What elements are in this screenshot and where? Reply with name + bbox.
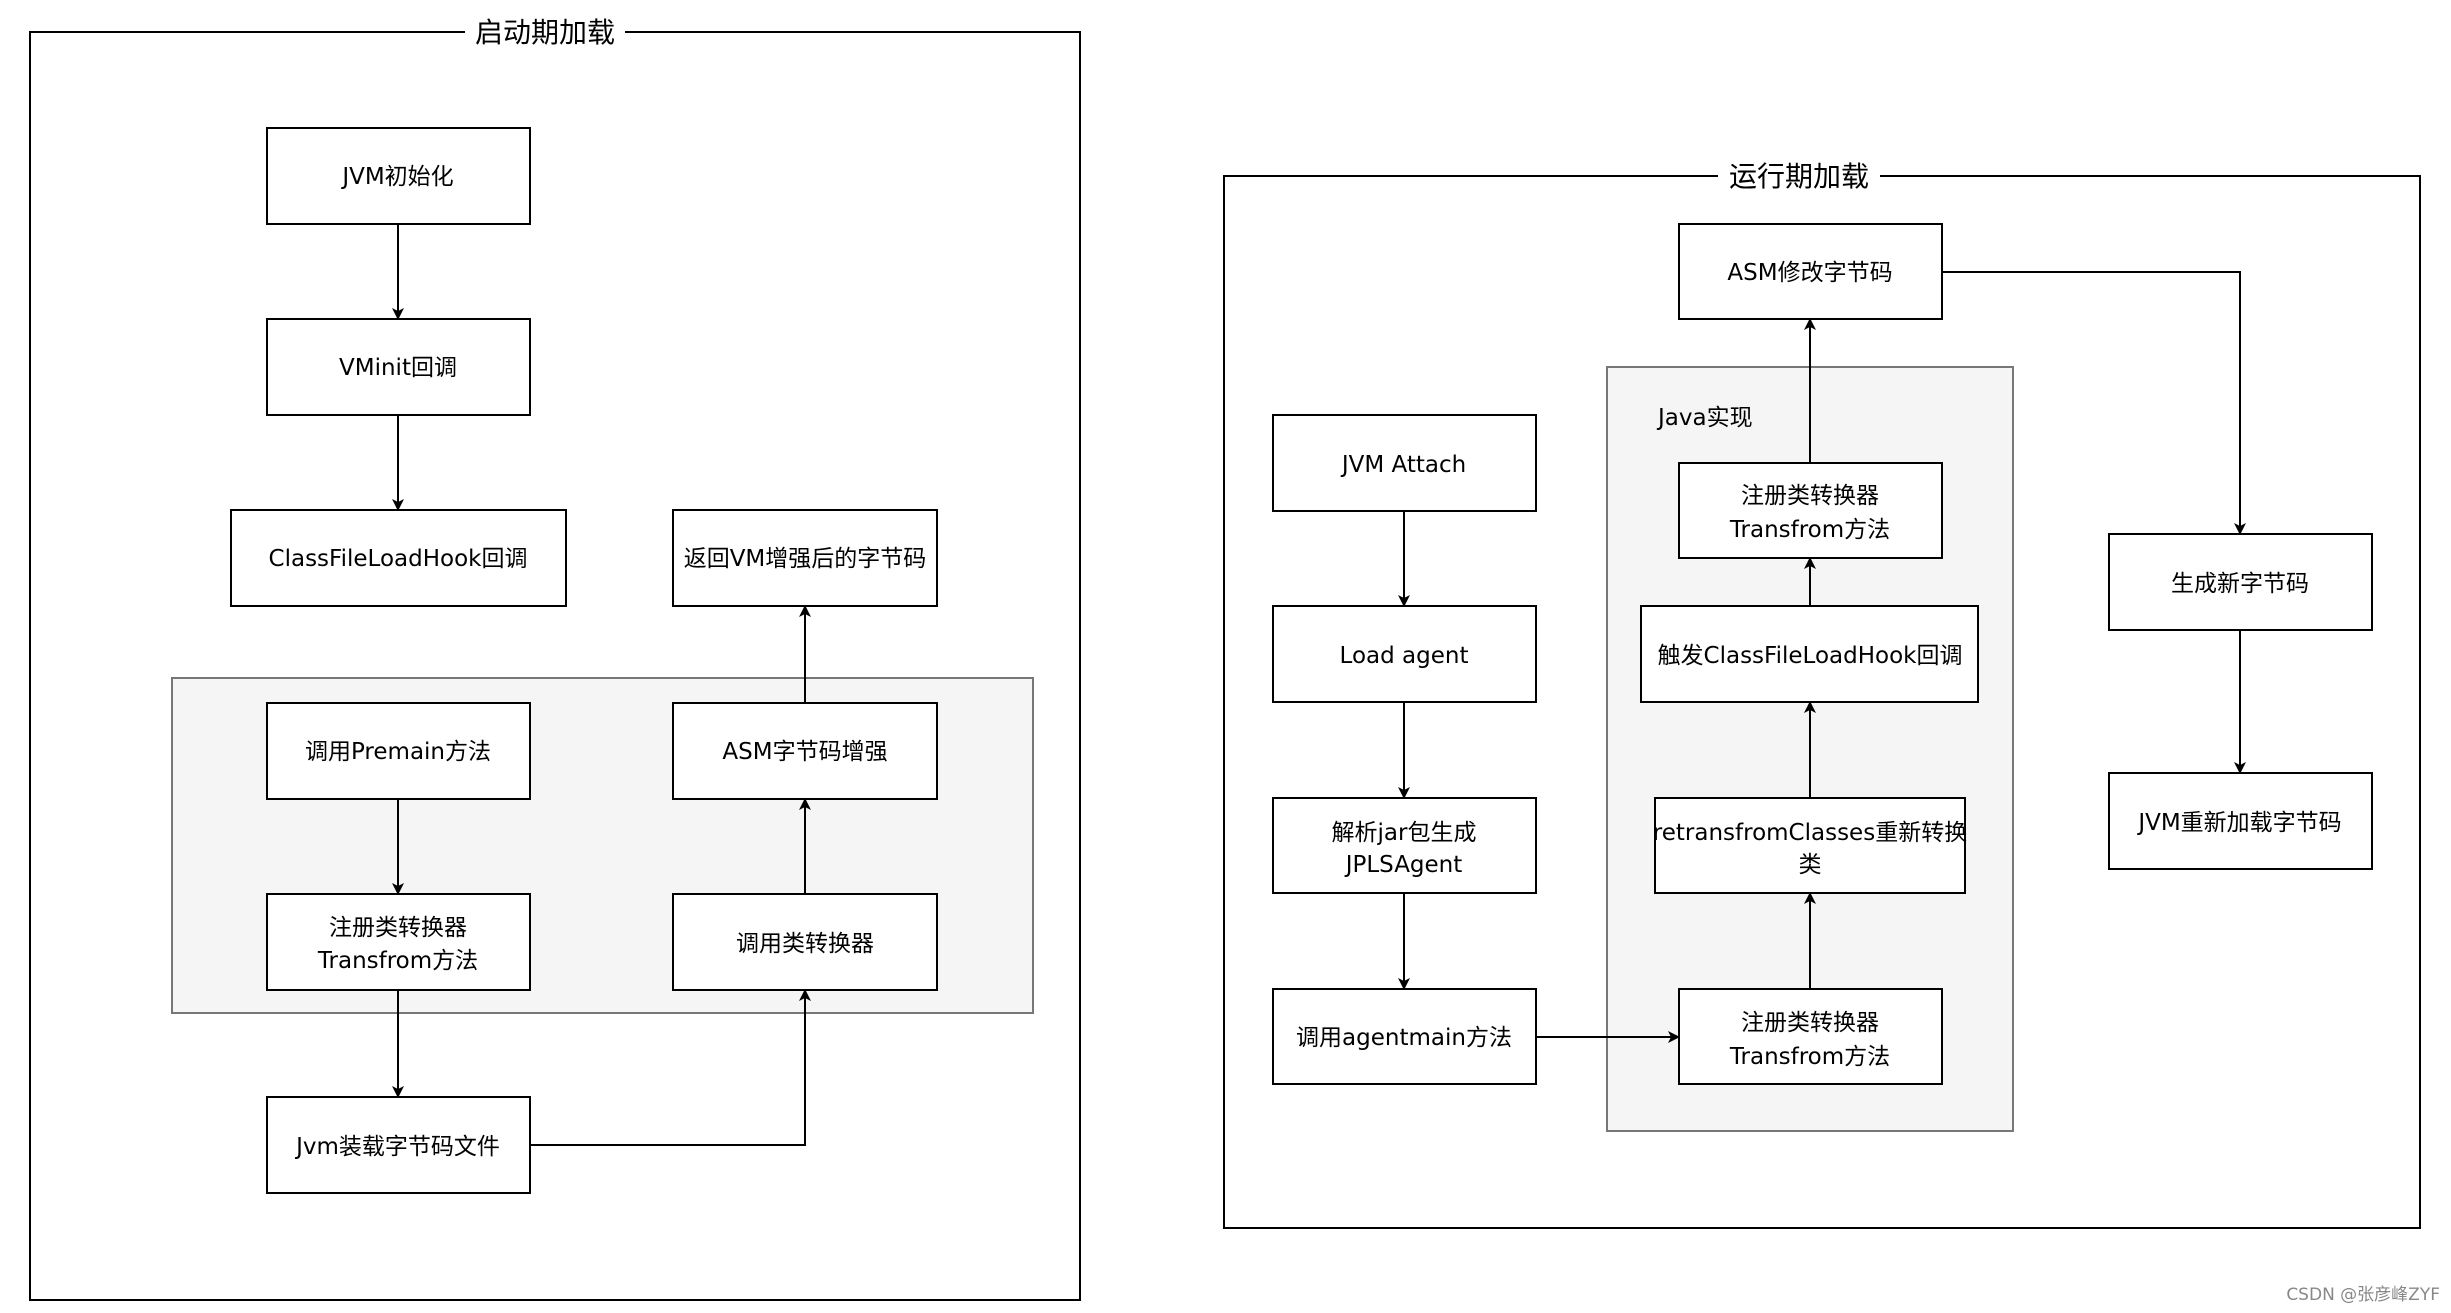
svg-text:ClassFileLoadHook回调: ClassFileLoadHook回调 [269,546,528,572]
svg-text:Load agent: Load agent [1340,643,1469,669]
runtime-arrows [1398,271,2246,1043]
startup-arrows [392,224,811,1146]
svg-text:retransfromClasses重新转换: retransfromClasses重新转换 [1653,820,1967,846]
svg-text:Transfrom方法: Transfrom方法 [1729,517,1890,543]
svg-text:注册类转换器: 注册类转换器 [1741,1010,1879,1036]
startup-group-title: 启动期加载 [475,16,615,49]
svg-text:Transfrom方法: Transfrom方法 [1729,1044,1890,1070]
svg-text:JVM Attach: JVM Attach [1340,452,1466,478]
svg-text:ASM修改字节码: ASM修改字节码 [1727,260,1892,286]
svg-text:调用类转换器: 调用类转换器 [736,931,874,957]
runtime-group-title: 运行期加载 [1729,160,1869,193]
node-jvm-attach: JVM Attach [1272,414,1537,512]
svg-text:生成新字节码: 生成新字节码 [2171,571,2309,597]
node-gen-new-bytecode: 生成新字节码 [2108,533,2373,631]
arrow-asm-to-gen [1942,271,2246,535]
node-jvm-reload: JVM重新加载字节码 [2108,772,2373,870]
node-call-premain: 调用Premain方法 [266,702,531,800]
node-register-transformer: 注册类转换器 Transfrom方法 [266,893,531,991]
svg-text:注册类转换器: 注册类转换器 [1741,483,1879,509]
svg-text:返回VM增强后的字节码: 返回VM增强后的字节码 [684,546,927,572]
svg-text:注册类转换器: 注册类转换器 [329,915,467,941]
svg-text:调用agentmain方法: 调用agentmain方法 [1296,1025,1512,1051]
startup-group: 启动期加载 JVM初始化 VMinit回调 ClassFileLoadHook回… [29,14,1081,1301]
node-retransform: retransfromClasses重新转换 类 [1653,797,1967,894]
arrow-load-to-call-transformer [530,989,811,1146]
runtime-group: 运行期加载 Java实现 ASM修改字节码 JVM Attach 注册类转换器 … [1223,158,2421,1229]
node-vminit-callback: VMinit回调 [266,318,531,416]
node-jvm-load-bytecode: Jvm装载字节码文件 [266,1096,531,1194]
node-register-transformer-bottom: 注册类转换器 Transfrom方法 [1678,988,1943,1085]
svg-text:Jvm装载字节码文件: Jvm装载字节码文件 [294,1134,500,1160]
svg-text:触发ClassFileLoadHook回调: 触发ClassFileLoadHook回调 [1658,643,1963,669]
node-classfileloadhook-callback: ClassFileLoadHook回调 [230,509,567,607]
node-asm-modify: ASM修改字节码 [1678,223,1943,320]
svg-text:调用Premain方法: 调用Premain方法 [305,739,491,765]
node-return-vm-enhanced: 返回VM增强后的字节码 [672,509,938,607]
svg-text:类: 类 [1799,852,1822,878]
svg-text:ASM字节码增强: ASM字节码增强 [722,739,887,765]
node-call-transformer: 调用类转换器 [672,893,938,991]
svg-text:JVM初始化: JVM初始化 [340,164,453,190]
svg-text:Transfrom方法: Transfrom方法 [317,948,478,974]
node-register-transformer-top: 注册类转换器 Transfrom方法 [1678,462,1943,559]
node-load-agent: Load agent [1272,605,1537,703]
node-call-agentmain: 调用agentmain方法 [1272,988,1537,1085]
svg-text:解析jar包生成: 解析jar包生成 [1332,820,1477,846]
node-parse-jar: 解析jar包生成 JPLSAgent [1272,797,1537,894]
svg-text:JVM重新加载字节码: JVM重新加载字节码 [2136,810,2341,836]
node-jvm-init: JVM初始化 [266,127,531,225]
svg-text:VMinit回调: VMinit回调 [339,355,457,381]
node-trigger-hook: 触发ClassFileLoadHook回调 [1640,605,1979,703]
node-asm-enhance: ASM字节码增强 [672,702,938,800]
watermark: CSDN @张彦峰ZYF [2286,1285,2440,1305]
java-impl-label: Java实现 [1656,405,1753,431]
svg-text:JPLSAgent: JPLSAgent [1344,852,1463,878]
